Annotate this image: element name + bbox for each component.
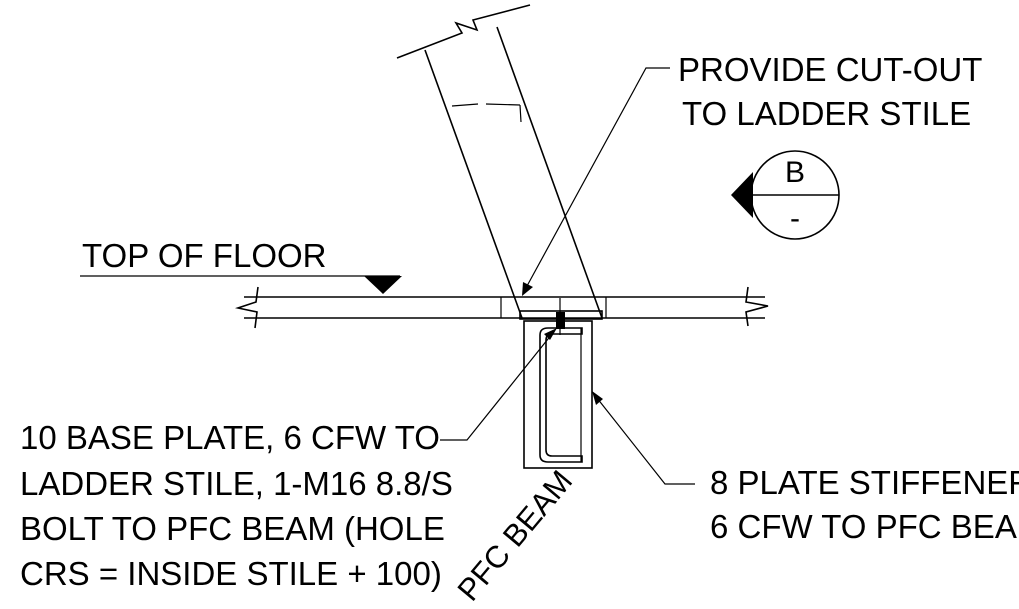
base-plate-note-line2: LADDER STILE, 1-M16 8.8/S [20, 465, 453, 502]
ladder-stile [396, 4, 603, 319]
base-plate-note-line4: CRS = INSIDE STILE + 100) [20, 555, 442, 592]
base-plate-note-line1: 10 BASE PLATE, 6 CFW TO [20, 419, 440, 456]
section-letter: B [785, 156, 805, 189]
base-plate [519, 298, 603, 335]
cutout-note-line1: PROVIDE CUT-OUT [678, 51, 982, 88]
section-arrow-icon [731, 172, 753, 218]
section-sheet: - [790, 202, 800, 235]
cutout-note-line2: TO LADDER STILE [682, 95, 971, 132]
floor-slab [234, 286, 769, 329]
pfc-beam [523, 320, 593, 469]
base-plate-note-line3: BOLT TO PFC BEAM (HOLE [20, 510, 445, 547]
top-of-floor-marker [80, 275, 402, 294]
stiffener-note-line2: 6 CFW TO PFC BEAM [710, 508, 1019, 545]
level-triangle-icon [364, 276, 402, 294]
pfc-beam-label: PFC BEAM [451, 464, 580, 608]
top-of-floor-label: TOP OF FLOOR [82, 237, 327, 274]
section-marker: B - [731, 150, 840, 240]
leaders [440, 67, 695, 485]
stiffener-note-line1: 8 PLATE STIFFENER, [710, 464, 1019, 501]
